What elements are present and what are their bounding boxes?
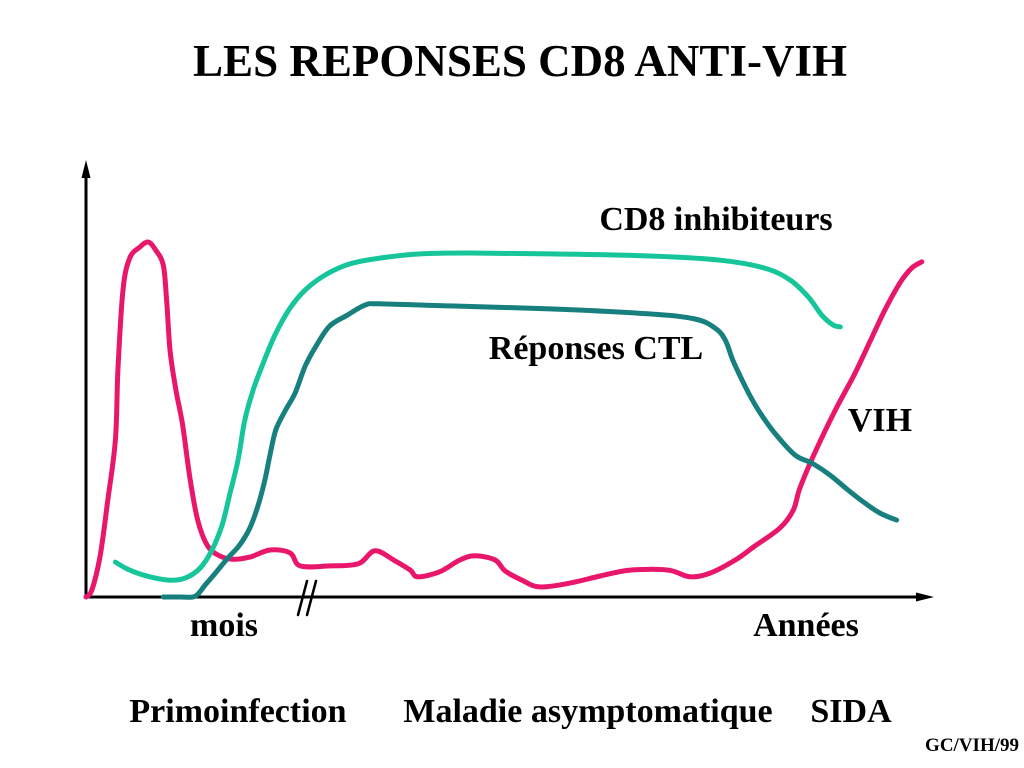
footer-code: GC/VIH/99 bbox=[925, 735, 1019, 756]
x-tick-label-annees: Années bbox=[753, 607, 859, 644]
series-label-reponses-ctl: Réponses CTL bbox=[489, 330, 703, 367]
phase-label-sida: SIDA bbox=[810, 693, 892, 730]
series-line-reponses-ctl bbox=[160, 301, 900, 600]
phase-label-primoinfection: Primoinfection bbox=[129, 693, 346, 730]
x-axis-break-mark bbox=[296, 579, 318, 617]
y-axis-arrow-icon bbox=[81, 160, 91, 178]
plot-area bbox=[81, 160, 934, 617]
chart-title: LES REPONSES CD8 ANTI-VIH bbox=[193, 36, 847, 86]
series-line-cd8-inhibiteurs bbox=[112, 250, 843, 583]
series-label-vih: VIH bbox=[848, 402, 912, 439]
series-line-vih bbox=[83, 239, 925, 600]
break-slash bbox=[296, 579, 309, 617]
x-tick-label-mois: mois bbox=[190, 607, 258, 644]
x-axis-arrow-icon bbox=[916, 592, 934, 602]
phase-label-maladie-asymptomatique: Maladie asymptomatique bbox=[403, 693, 772, 730]
break-slash bbox=[305, 579, 318, 617]
series-label-cd8-inhibiteurs: CD8 inhibiteurs bbox=[599, 201, 832, 238]
